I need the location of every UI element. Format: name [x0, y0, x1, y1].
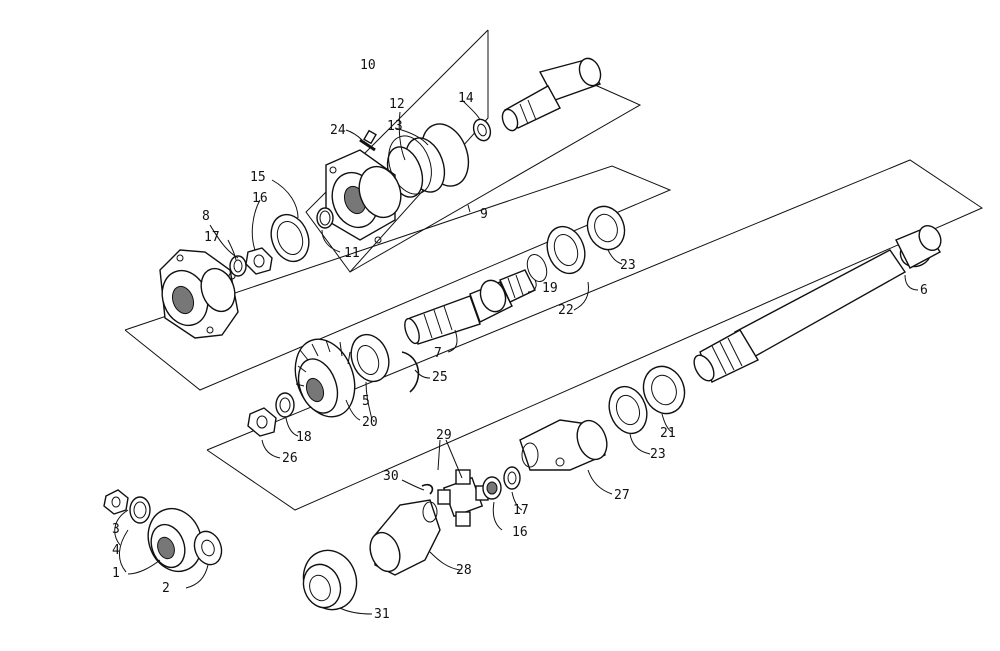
callout-19: 19 [542, 281, 558, 296]
callout-4: 4 [112, 543, 120, 558]
part-22-bearing [546, 225, 586, 275]
callout-2: 2 [162, 581, 170, 596]
part-14-clamp [472, 118, 492, 142]
part-2-washer [193, 530, 223, 566]
callout-16b: 16 [512, 525, 528, 540]
part-21-bearing [642, 365, 686, 415]
callout-27: 27 [614, 488, 630, 503]
callout-20: 20 [362, 415, 378, 430]
part-17-washer [229, 255, 247, 277]
callout-17a: 17 [204, 230, 220, 245]
callout-21: 21 [660, 426, 676, 441]
callout-1: 1 [112, 566, 120, 581]
callout-23a: 23 [620, 258, 636, 273]
callout-15: 15 [250, 170, 266, 185]
group-9-frame [124, 165, 672, 391]
callout-10: 10 [360, 58, 376, 73]
part-4-washer [129, 496, 151, 524]
part-17-washer-lower [503, 466, 521, 490]
part-26-nut [247, 407, 277, 437]
part-13-boot [386, 123, 470, 198]
callout-25: 25 [432, 370, 448, 385]
part-24-bolt [359, 129, 377, 152]
part-30-clip [421, 483, 434, 495]
callout-13: 13 [387, 119, 403, 134]
callout-31: 31 [374, 607, 390, 622]
part-27-yoke [519, 419, 608, 471]
upper-shaft [501, 57, 602, 132]
callout-6: 6 [920, 283, 928, 298]
part-5-ring-gear [294, 338, 356, 418]
part-8-hub [159, 249, 239, 339]
part-3-nut [103, 489, 129, 515]
callout-9: 9 [480, 207, 488, 222]
group-6-frame [206, 159, 984, 511]
callout-23b: 23 [650, 447, 666, 462]
part-11-o-ring [316, 207, 334, 229]
callout-26: 26 [282, 451, 298, 466]
part-16-nut [245, 247, 273, 275]
callout-17b: 17 [513, 503, 529, 518]
part-20-bearing [350, 333, 390, 383]
callout-8: 8 [202, 209, 210, 224]
part-15-seal [270, 213, 310, 263]
leader-lines [114, 99, 919, 615]
callout-5: 5 [362, 394, 370, 409]
callout-7: 7 [434, 346, 442, 361]
callout-14: 14 [458, 91, 474, 106]
part-7-pinion-shaft [404, 269, 536, 345]
part-19-ring [526, 253, 548, 283]
callout-3: 3 [112, 522, 120, 537]
callout-12: 12 [389, 97, 405, 112]
part-23-seal-upper [586, 205, 626, 251]
part-25-snap-ring [401, 351, 420, 393]
part-18-washer [275, 392, 295, 418]
callout-28: 28 [456, 563, 472, 578]
callout-29: 29 [436, 428, 452, 443]
part-23-seal-lower [608, 385, 648, 435]
callout-24: 24 [330, 123, 346, 138]
part-6-drive-shaft [693, 224, 942, 383]
callout-11: 11 [344, 246, 360, 261]
callout-30: 30 [383, 469, 399, 484]
callout-labels: 1 2 3 4 5 6 7 8 9 10 11 12 13 14 15 16 1… [112, 58, 928, 622]
part-29-cross [437, 469, 489, 527]
callout-18: 18 [296, 430, 312, 445]
part-31-boot [302, 549, 358, 611]
group-10-frame-ext [349, 84, 642, 273]
part-1-gear [147, 507, 203, 573]
callout-22: 22 [558, 303, 574, 318]
part-28-yoke [369, 499, 441, 576]
part-16-bearing-cup [482, 476, 502, 500]
callout-16a: 16 [252, 191, 268, 206]
